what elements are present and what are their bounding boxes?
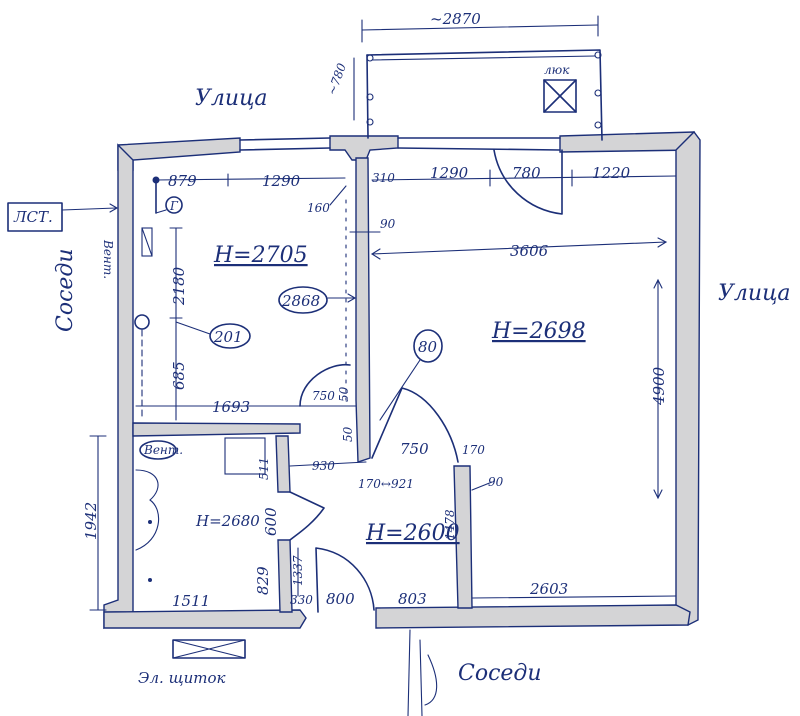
sink-outline bbox=[224, 437, 266, 475]
pipe-201-label: 201 bbox=[213, 328, 243, 346]
wall-top-right bbox=[559, 131, 695, 153]
balcony: люк ~2870 ~780 bbox=[239, 10, 603, 151]
hatch-label: люк bbox=[544, 63, 570, 77]
dim-800: 800 bbox=[326, 590, 355, 608]
street-label-right: Улица bbox=[718, 281, 791, 306]
dim-600: 600 bbox=[262, 507, 280, 536]
vent-icon bbox=[141, 227, 153, 257]
vent-label-bath: Вент. bbox=[143, 443, 183, 457]
dim-170-921: 170↔921 bbox=[358, 477, 414, 491]
electric-panel-label: Эл. щиток bbox=[138, 669, 225, 687]
dim-803: 803 bbox=[398, 590, 427, 608]
riser-box bbox=[7, 202, 119, 232]
dim-90-b: 90 bbox=[488, 475, 504, 489]
wall-left bbox=[103, 143, 134, 630]
wall-bath-partition bbox=[275, 435, 291, 493]
wall-kitchen-bottom bbox=[132, 422, 301, 437]
room-door-80-label: 80 bbox=[418, 338, 438, 356]
boiler-icon bbox=[165, 196, 183, 214]
room-door-swing bbox=[371, 387, 459, 463]
wall-top-pier bbox=[329, 135, 399, 161]
bathroom: Вент. H=2680 1942 511 600 829 1511 bbox=[82, 435, 325, 611]
kitchen-height: H=2705 bbox=[213, 243, 308, 268]
dim-90-a: 90 bbox=[380, 217, 396, 231]
room-height: H=2698 bbox=[491, 319, 586, 344]
balcony-outline bbox=[366, 49, 603, 141]
electric-panel-box bbox=[172, 639, 246, 659]
neighbors-label-bottom: Соседи bbox=[458, 661, 542, 686]
dim-170: 170 bbox=[462, 443, 485, 457]
dim-1511: 1511 bbox=[172, 592, 210, 610]
room: 310 1290 780 1220 90 3606 H=2698 4900 80… bbox=[341, 149, 677, 599]
dim-2868: 2868 bbox=[281, 292, 320, 310]
dim-330: 330 bbox=[290, 593, 313, 607]
walls bbox=[103, 130, 701, 630]
dim-1693: 1693 bbox=[212, 398, 250, 416]
dim-310: 310 bbox=[372, 171, 395, 185]
bath-door-swing bbox=[289, 491, 325, 541]
pipe-icon bbox=[134, 314, 150, 330]
dim-750-kitchen-door: 750 bbox=[312, 389, 335, 403]
vent-label-kitchen: Вент. bbox=[101, 239, 115, 279]
dim-1290-right: 1290 bbox=[430, 164, 469, 182]
dim-750-hall-door: 750 bbox=[400, 440, 429, 458]
street-label-top: Улица bbox=[195, 86, 268, 111]
dim-3606: 3606 bbox=[510, 242, 549, 260]
dim-2603: 2603 bbox=[529, 580, 568, 598]
kitchen-door-swing bbox=[299, 363, 351, 407]
hatch-box bbox=[543, 79, 577, 113]
dim-160: 160 bbox=[307, 201, 330, 215]
balcony-width-dim: ~2870 bbox=[430, 10, 481, 28]
dim-4900: 4900 bbox=[650, 366, 668, 406]
hall-height: H=2600 bbox=[365, 521, 460, 546]
dim-685: 685 bbox=[170, 361, 188, 390]
dim-879: 879 bbox=[168, 172, 197, 190]
dim-2180: 2180 bbox=[170, 266, 188, 306]
balcony-depth-dim: ~780 bbox=[325, 61, 350, 97]
dim-50-b: 50 bbox=[341, 426, 355, 442]
dim-780: 780 bbox=[512, 164, 541, 182]
bathtub-outline bbox=[135, 469, 160, 551]
riser-label: ЛСТ. bbox=[13, 208, 53, 226]
dim-1290-left: 1290 bbox=[262, 172, 301, 190]
wall-bottom-left bbox=[103, 609, 307, 629]
balcony-door-swing bbox=[493, 149, 563, 215]
dim-1478: 1478 bbox=[443, 509, 457, 540]
wall-bath-partition-lower bbox=[277, 539, 293, 613]
neighbors-label-left: Соседи bbox=[53, 248, 78, 332]
wall-partition-vertical bbox=[355, 157, 371, 463]
svg-text:Г: Г bbox=[169, 199, 179, 213]
entry-door-swing bbox=[315, 547, 375, 613]
bath-height: H=2680 bbox=[195, 512, 260, 530]
wall-top-left bbox=[117, 137, 241, 171]
dim-1220: 1220 bbox=[592, 164, 631, 182]
dim-1337: 1337 bbox=[291, 555, 305, 586]
wall-bottom-right bbox=[375, 604, 691, 629]
dim-829: 829 bbox=[254, 566, 272, 595]
dim-930: 930 bbox=[312, 459, 335, 473]
balcony-posts bbox=[366, 51, 602, 129]
dim-50-a: 50 bbox=[337, 386, 351, 402]
dim-511: 511 bbox=[257, 457, 271, 480]
wall-right bbox=[675, 130, 701, 626]
kitchen: 879 1290 160 Г Вент. 2180 685 201 H=2705… bbox=[101, 172, 357, 421]
entry-corridor-lines bbox=[407, 629, 438, 716]
hall: 930 170↔921 90 H=2600 1478 1337 330 800 … bbox=[289, 459, 504, 613]
dim-1942: 1942 bbox=[82, 502, 100, 540]
wall-hall-right bbox=[453, 465, 473, 609]
